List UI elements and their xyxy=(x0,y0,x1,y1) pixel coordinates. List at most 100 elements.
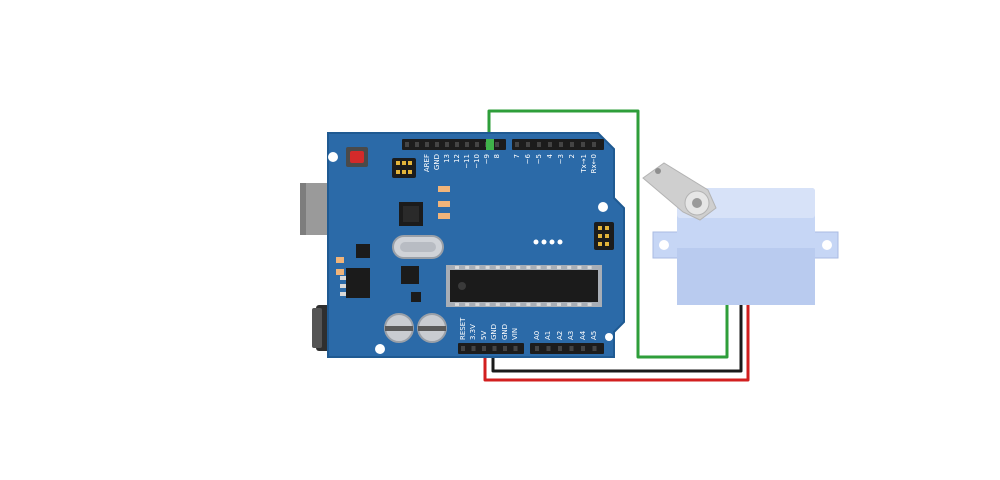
chip-pin xyxy=(587,303,592,306)
pin-label: A1 xyxy=(544,331,552,340)
crystal-oscillator-icon xyxy=(392,235,444,259)
pin-label: GND xyxy=(490,324,498,340)
small-ic-icon xyxy=(401,266,419,284)
chip-pin xyxy=(475,303,480,306)
header-pin xyxy=(592,346,597,351)
chip-pin xyxy=(526,266,531,269)
pin-label: ~6 xyxy=(524,153,532,164)
smd-components xyxy=(336,186,450,275)
power-header xyxy=(458,343,524,354)
chip-pin xyxy=(475,266,480,269)
pin-label: ~9 xyxy=(483,154,491,164)
header-pin xyxy=(526,142,530,147)
chip-pin xyxy=(587,266,592,269)
header-pin xyxy=(471,346,476,351)
pin-label: ~10 xyxy=(473,154,481,169)
small-transistor-icon xyxy=(356,244,370,258)
chip-pin xyxy=(455,303,459,306)
header-pin xyxy=(503,346,507,351)
analog-header xyxy=(530,343,604,354)
pin-9-highlight xyxy=(486,139,494,150)
reset-button-icon xyxy=(346,147,368,167)
header-pin xyxy=(482,346,486,351)
pin-label: A0 xyxy=(533,331,541,340)
icsp-header-top xyxy=(392,158,416,178)
pin-label: A2 xyxy=(556,331,564,340)
chip-pin xyxy=(495,303,500,306)
header-pin xyxy=(537,142,541,147)
chip-pin xyxy=(546,303,551,306)
pin-label: RESET xyxy=(459,317,467,340)
header-pin xyxy=(558,346,562,351)
chip-pin xyxy=(455,266,459,269)
header-pin xyxy=(513,346,518,351)
chip-pin xyxy=(536,266,541,269)
pin-label: 7 xyxy=(513,154,521,158)
chip-pin xyxy=(516,303,521,306)
header-pin xyxy=(581,142,585,147)
pin-label: ~11 xyxy=(463,154,471,169)
header-pin xyxy=(455,142,459,147)
capacitor-icons xyxy=(384,313,447,343)
pin-label: 13 xyxy=(443,154,451,163)
chip-pin xyxy=(485,303,490,306)
chip-pin xyxy=(536,303,541,306)
header-pin xyxy=(465,142,469,147)
pin-label: 12 xyxy=(453,154,461,163)
header-pin xyxy=(569,346,574,351)
pin-label: GND xyxy=(433,154,441,170)
chip-pin xyxy=(567,266,572,269)
pin-label: 8 xyxy=(493,154,501,158)
power-wire xyxy=(483,305,750,382)
chip-pin xyxy=(557,266,561,269)
status-led-dots xyxy=(533,239,563,245)
smd-capacitor-icon xyxy=(411,292,421,302)
signal-wire xyxy=(487,109,729,359)
chip-pin xyxy=(495,266,500,269)
chip-pin xyxy=(577,303,582,306)
pin-label: Tx→1 xyxy=(580,154,588,174)
header-pin xyxy=(405,142,409,147)
pin-label: 5V xyxy=(480,331,488,340)
chip-pin xyxy=(557,303,561,306)
chip-pin xyxy=(465,266,470,269)
pin-label: GND xyxy=(501,324,509,340)
usb-chip-icon xyxy=(399,202,423,226)
chip-pin xyxy=(485,266,490,269)
header-pin xyxy=(581,346,585,351)
header-pin xyxy=(559,142,563,147)
header-pin xyxy=(415,142,419,147)
pin-label: AREF xyxy=(423,154,431,172)
chip-pin xyxy=(526,303,531,306)
header-pin xyxy=(535,346,539,351)
pin-label: 3.3V xyxy=(469,324,477,340)
chip-pin xyxy=(546,266,551,269)
chip-pin xyxy=(506,266,510,269)
header-pin xyxy=(492,346,497,351)
pin-label: 4 xyxy=(546,153,554,158)
pin-label: A4 xyxy=(579,330,587,340)
chip-pin xyxy=(506,303,510,306)
header-pin xyxy=(570,142,574,147)
chip-pin xyxy=(516,266,521,269)
pin-label: VIN xyxy=(511,328,519,340)
pin-label: ~3 xyxy=(557,154,565,164)
pin-label: ~5 xyxy=(535,154,543,164)
header-pin xyxy=(592,142,596,147)
header-pin xyxy=(548,142,552,147)
pin-label: Rx←0 xyxy=(590,154,598,173)
icsp-header-right xyxy=(594,222,614,250)
header-pin xyxy=(425,142,429,147)
header-pin xyxy=(515,142,519,147)
chip-pin xyxy=(567,303,572,306)
pin-label: A5 xyxy=(590,331,598,340)
header-pin xyxy=(461,346,465,351)
chip-pin xyxy=(577,266,582,269)
digital-header xyxy=(402,139,604,150)
voltage-regulator-icon xyxy=(340,268,370,298)
pin-label: A3 xyxy=(567,331,575,340)
